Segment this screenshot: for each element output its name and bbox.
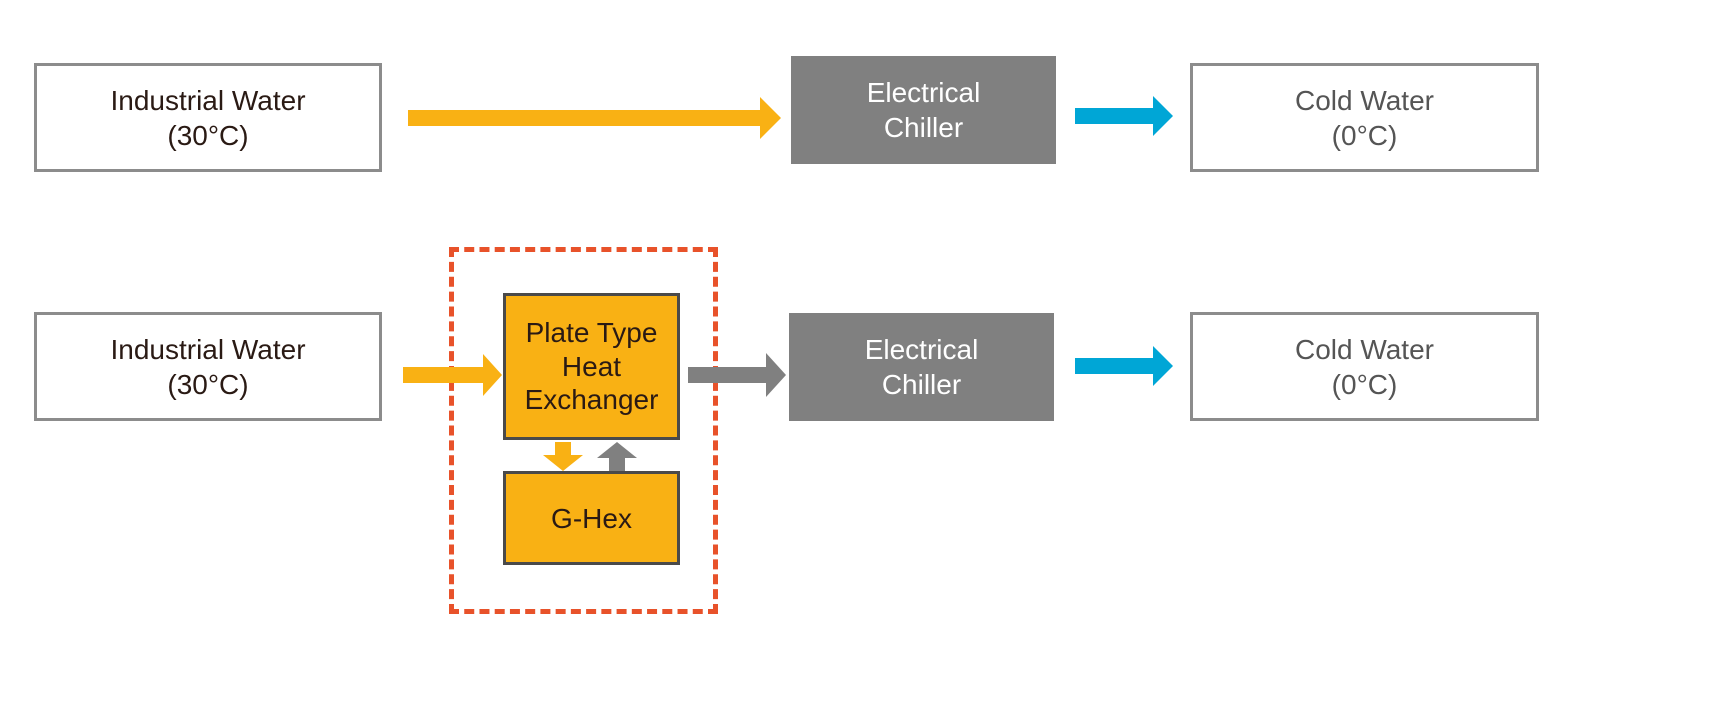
industrial-water-label: Industrial Water: [110, 333, 306, 365]
cold-water-label: Cold Water: [1294, 84, 1434, 116]
ghex-box: G-Hex: [503, 471, 680, 565]
arrow-right-icon: [403, 354, 502, 396]
arrow-right-icon: [688, 353, 786, 397]
industrial-water-temp: (30°C): [167, 119, 249, 151]
industrial-water-box-top: Industrial Water (30°C): [34, 63, 382, 172]
industrial-water-label: Industrial Water: [110, 84, 306, 116]
plate-heat-exchanger-box: Plate Type Heat Exchanger: [503, 293, 680, 440]
ghex-label: G-Hex: [551, 502, 632, 534]
chiller-label-line1: Electrical: [866, 77, 981, 108]
cold-water-box-bottom: Cold Water (0°C): [1190, 312, 1539, 421]
arrow-right-icon: [408, 97, 781, 139]
heat-exchanger-line1: Plate Type: [525, 317, 658, 349]
arrow-up-icon: [597, 442, 637, 471]
electrical-chiller-box-bottom: Electrical Chiller: [789, 313, 1054, 421]
industrial-water-box-bottom: Industrial Water (30°C): [34, 312, 382, 421]
cold-water-box-top: Cold Water (0°C): [1190, 63, 1539, 172]
heat-exchanger-line3: Exchanger: [524, 384, 659, 416]
industrial-water-temp: (30°C): [167, 368, 249, 400]
chiller-label-line2: Chiller: [883, 112, 964, 143]
arrow-down-icon: [543, 442, 583, 471]
electrical-chiller-box-top: Electrical Chiller: [791, 56, 1056, 164]
cold-water-temp: (0°C): [1331, 368, 1398, 400]
arrow-right-icon: [1075, 96, 1173, 136]
arrow-right-icon: [1075, 346, 1173, 386]
ghex-system-boundary: [449, 247, 718, 614]
chiller-label-line1: Electrical: [864, 334, 979, 365]
heat-exchanger-line2: Heat: [561, 350, 622, 382]
chiller-label-line2: Chiller: [881, 369, 962, 400]
cold-water-label: Cold Water: [1294, 333, 1434, 365]
cold-water-temp: (0°C): [1331, 119, 1398, 151]
